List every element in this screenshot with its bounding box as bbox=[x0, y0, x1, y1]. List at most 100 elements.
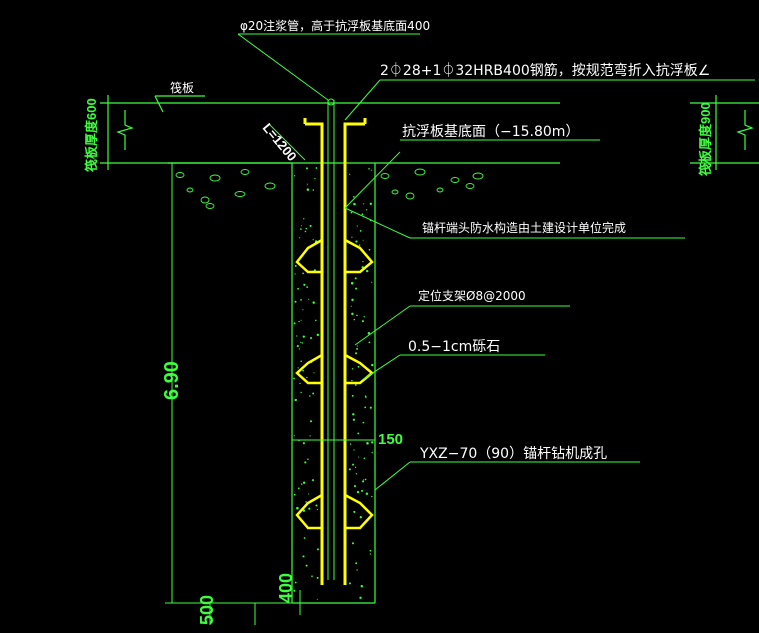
grout-speck bbox=[309, 395, 311, 397]
grout-speck bbox=[356, 314, 358, 317]
grout-speck bbox=[362, 480, 365, 483]
grout-speck bbox=[362, 260, 364, 263]
grout-speck bbox=[309, 336, 313, 340]
grout-speck bbox=[296, 335, 298, 337]
grout-speck bbox=[369, 553, 372, 555]
grout-speck bbox=[350, 281, 354, 285]
grout-speck bbox=[351, 312, 354, 316]
leader-lines bbox=[237, 33, 755, 491]
raft-thickness-left: 筏板厚度600 bbox=[84, 98, 99, 172]
grout-speck bbox=[294, 264, 297, 267]
grout-speck bbox=[365, 269, 369, 273]
grout-speck bbox=[316, 333, 320, 337]
grout-speck bbox=[363, 479, 365, 481]
grout-speck bbox=[298, 348, 300, 350]
grout-speck bbox=[360, 585, 364, 588]
grout-speck bbox=[311, 575, 313, 577]
grout-speck bbox=[355, 287, 358, 290]
grout-speck bbox=[351, 542, 355, 545]
grout-speck bbox=[294, 273, 296, 275]
grout-speck bbox=[351, 368, 354, 370]
grout-speck bbox=[312, 301, 315, 304]
grout-speck bbox=[356, 347, 359, 350]
grout-speck bbox=[300, 299, 302, 301]
grout-speck bbox=[302, 309, 304, 311]
grout-speck bbox=[365, 209, 368, 211]
grout-speck bbox=[312, 239, 314, 241]
grout-speck bbox=[307, 458, 309, 460]
grout-speck bbox=[315, 167, 318, 169]
grout-speck bbox=[371, 495, 373, 498]
grout-speck bbox=[308, 298, 310, 300]
rebar-label: 2⏀28+1⏀32HRB400钢筋，按规范弯折入抗浮板∠ bbox=[380, 62, 710, 79]
spacer-label: 定位支架Ø8@2000 bbox=[418, 288, 526, 303]
grout-speck bbox=[294, 581, 297, 584]
grout-speck bbox=[363, 203, 365, 205]
grout-speck bbox=[366, 442, 369, 445]
grout-speck bbox=[313, 372, 315, 374]
grout-fill bbox=[293, 167, 374, 600]
grout-speck bbox=[293, 435, 295, 437]
grout-speck bbox=[371, 363, 374, 367]
dimension-lines bbox=[165, 124, 375, 625]
grout-speck bbox=[356, 490, 360, 494]
grout-speck bbox=[297, 287, 299, 290]
grout-speck bbox=[358, 456, 359, 458]
grout-speck bbox=[306, 286, 309, 288]
grout-speck bbox=[368, 248, 371, 251]
grout-speck bbox=[364, 406, 367, 409]
grout-speck bbox=[311, 479, 315, 482]
grout-speck bbox=[357, 365, 360, 368]
grout-speck bbox=[353, 510, 356, 513]
grout-speck bbox=[303, 218, 305, 220]
grout-speck bbox=[355, 352, 358, 355]
grout-speck bbox=[316, 598, 318, 600]
grout-pipe-label: φ20注浆管，高于抗浮板基底面400 bbox=[240, 18, 430, 33]
bottom-400: 400 bbox=[276, 573, 296, 603]
grout-speck bbox=[312, 392, 315, 395]
grout-speck bbox=[349, 582, 351, 585]
grout-speck bbox=[354, 384, 357, 386]
grout-speck bbox=[293, 175, 296, 177]
grout-speck bbox=[370, 169, 372, 171]
grout-speck bbox=[297, 487, 300, 490]
grout-speck bbox=[302, 442, 305, 445]
grout-speck bbox=[350, 211, 353, 214]
grout-speck bbox=[369, 549, 372, 552]
grout-speck bbox=[315, 504, 318, 507]
grout-speck bbox=[312, 189, 315, 191]
grout-speck bbox=[348, 468, 351, 471]
grout-speck bbox=[316, 548, 320, 551]
grout-speck bbox=[306, 376, 308, 379]
grout-speck bbox=[356, 345, 358, 347]
grout-speck bbox=[355, 473, 358, 475]
grout-speck bbox=[308, 493, 310, 495]
grout-speck bbox=[300, 225, 302, 227]
grout-speck bbox=[353, 318, 356, 321]
grout-speck bbox=[302, 509, 306, 512]
grout-speck bbox=[353, 485, 357, 488]
grout-speck bbox=[293, 322, 296, 325]
grout-speck bbox=[353, 202, 356, 206]
grout-speck bbox=[349, 173, 351, 175]
grout-speck bbox=[351, 379, 353, 382]
grout-speck bbox=[303, 537, 306, 539]
grout-speck bbox=[293, 589, 296, 592]
drill-hole-label: YXZ−70（90）锚杆钻机成孔 bbox=[419, 446, 607, 462]
rebar-bars bbox=[303, 118, 367, 585]
grout-speck bbox=[360, 489, 364, 492]
grout-speck bbox=[304, 461, 307, 464]
grout-speck bbox=[354, 466, 357, 469]
grout-speck bbox=[349, 443, 352, 445]
slab-bottom-label: 抗浮板基底面（−15.80m） bbox=[402, 123, 579, 140]
grout-speck bbox=[364, 395, 367, 398]
grout-speck bbox=[305, 564, 308, 567]
grout-speck bbox=[363, 457, 366, 460]
grout-speck bbox=[293, 377, 295, 380]
grout-speck bbox=[306, 167, 308, 170]
grout-speck bbox=[356, 225, 358, 227]
grout-speck bbox=[301, 342, 303, 344]
grout-speck bbox=[355, 240, 358, 243]
grout-speck bbox=[368, 168, 370, 170]
waterproof-label: 锚杆端头防水构造由土建设计单位完成 bbox=[422, 220, 626, 235]
